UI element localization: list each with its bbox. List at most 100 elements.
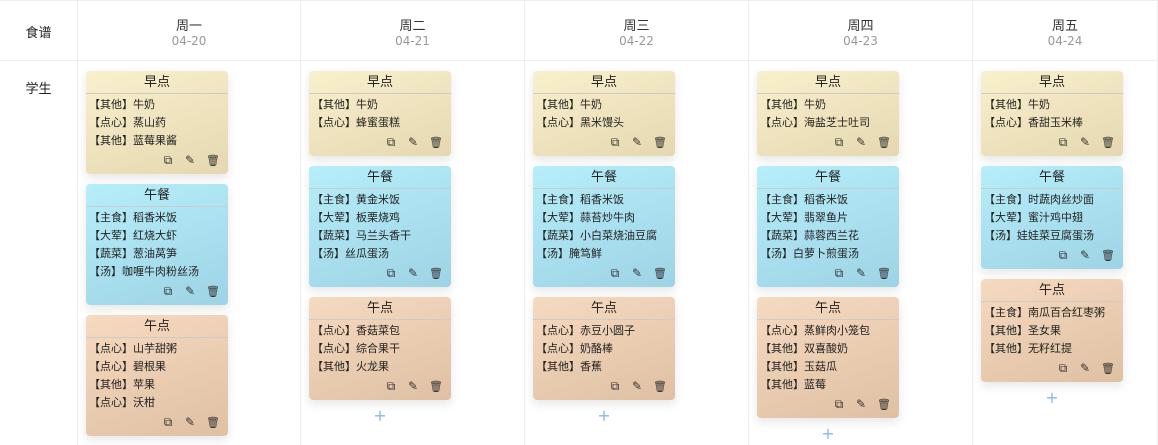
trash-icon[interactable]: 🗑 (653, 266, 667, 280)
edit-icon[interactable]: ✎ (184, 284, 196, 298)
copy-icon[interactable]: ⧉ (386, 378, 396, 393)
trash-icon[interactable]: 🗑 (206, 284, 220, 298)
card-actions: ⧉ ✎ 🗑 (86, 412, 228, 436)
meal-item: 【其他】牛奶 (89, 98, 155, 111)
meal-item: 【点心】蜂蜜蛋糕 (312, 116, 400, 129)
edit-icon[interactable]: ✎ (631, 135, 643, 149)
copy-icon[interactable]: ⧉ (1058, 247, 1068, 262)
meal-item: 【汤】腌笃鲜 (536, 247, 602, 260)
copy-icon[interactable]: ⧉ (834, 134, 844, 149)
meal-item: 【主食】时蔬肉丝炒面 (984, 193, 1094, 206)
trash-icon[interactable]: 🗑 (206, 153, 220, 167)
edit-icon[interactable]: ✎ (631, 266, 643, 280)
meal-item: 【主食】南瓜百合红枣粥 (984, 306, 1105, 319)
meal-item: 【其他】牛奶 (984, 98, 1050, 111)
meal-card-lunch: 午餐【主食】黄金米饭【大荤】板栗烧鸡【蔬菜】马兰头香干【汤】丝瓜蛋汤⧉✎🗑 (309, 166, 451, 287)
meal-items: 【其他】牛奶【点心】蒸山药【其他】蓝莓果酱 (86, 94, 228, 150)
trash-icon[interactable]: 🗑 (1101, 135, 1115, 149)
copy-icon[interactable]: ⧉ (610, 378, 620, 393)
copy-icon[interactable]: ⧉ (386, 265, 396, 280)
add-meal-button[interactable]: + (821, 424, 835, 443)
meal-item: 【其他】牛奶 (760, 98, 826, 111)
trash-icon[interactable]: 🗑 (877, 135, 891, 149)
copy-icon[interactable]: ⧉ (834, 396, 844, 411)
day-date: 04-20 (171, 34, 207, 48)
trash-icon[interactable]: 🗑 (206, 415, 220, 429)
meal-item: 【主食】黄金米饭 (312, 193, 400, 206)
meal-card-breakfast: 早点【其他】牛奶【点心】蜂蜜蛋糕⧉✎🗑 (309, 71, 451, 156)
meal-card-breakfast: 早点【其他】牛奶【点心】黑米馒头⧉✎🗑 (533, 71, 675, 156)
meal-item: 【点心】沃柑 (89, 396, 155, 409)
copy-icon[interactable]: ⧉ (834, 265, 844, 280)
copy-icon[interactable]: ⧉ (1058, 360, 1068, 375)
day-date: 04-21 (395, 34, 430, 48)
trash-icon[interactable]: 🗑 (1101, 248, 1115, 262)
edit-icon[interactable]: ✎ (184, 415, 196, 429)
meal-item: 【其他】苹果 (89, 378, 155, 391)
meal-item: 【大荤】蜜汁鸡中翅 (984, 211, 1083, 224)
edit-icon[interactable]: ✎ (855, 135, 867, 149)
meal-items: 【主食】时蔬肉丝炒面【大荤】蜜汁鸡中翅【汤】娃娃菜豆腐蛋汤 (981, 189, 1123, 245)
meal-item: 【其他】蓝莓 (760, 378, 826, 391)
meal-items: 【其他】牛奶【点心】蜂蜜蛋糕 (309, 94, 451, 132)
meal-title: 午餐 (757, 166, 899, 189)
meal-title: 早点 (533, 71, 675, 94)
edit-icon[interactable]: ✎ (1079, 361, 1091, 375)
add-meal-button[interactable]: + (1045, 388, 1059, 407)
trash-icon[interactable]: 🗑 (877, 397, 891, 411)
edit-icon[interactable]: ✎ (1079, 248, 1091, 262)
copy-icon[interactable]: ⧉ (610, 265, 620, 280)
edit-icon[interactable]: ✎ (855, 266, 867, 280)
trash-icon[interactable]: 🗑 (653, 135, 667, 149)
card-actions: ⧉ ✎ 🗑 (309, 132, 451, 156)
meal-card-snack: 午点【主食】南瓜百合红枣粥【其他】圣女果【其他】无籽红提⧉✎🗑 (981, 279, 1123, 382)
add-meal-button[interactable]: + (373, 406, 387, 425)
copy-icon[interactable]: ⧉ (1058, 134, 1068, 149)
day-date: 04-23 (843, 34, 878, 48)
edit-icon[interactable]: ✎ (407, 266, 419, 280)
edit-icon[interactable]: ✎ (407, 379, 419, 393)
meal-card-breakfast: 早点【其他】牛奶【点心】香甜玉米棒⧉✎🗑 (981, 71, 1123, 156)
trash-icon[interactable]: 🗑 (653, 379, 667, 393)
edit-icon[interactable]: ✎ (855, 397, 867, 411)
copy-icon[interactable]: ⧉ (386, 134, 396, 149)
meal-item: 【大荤】翡翠鱼片 (760, 211, 848, 224)
meal-item: 【点心】赤豆小圆子 (536, 324, 635, 337)
edit-icon[interactable]: ✎ (407, 135, 419, 149)
card-actions: ⧉ ✎ 🗑 (533, 376, 675, 400)
meal-item: 【汤】白萝卜煎蛋汤 (760, 247, 859, 260)
copy-icon[interactable]: ⧉ (163, 283, 173, 298)
trash-icon[interactable]: 🗑 (429, 379, 443, 393)
day-name: 周一 (175, 19, 202, 34)
meal-item: 【点心】香菇菜包 (312, 324, 400, 337)
meal-item: 【汤】丝瓜蛋汤 (312, 247, 389, 260)
copy-icon[interactable]: ⧉ (163, 414, 173, 429)
meal-item: 【主食】稻香米饭 (89, 211, 177, 224)
row-label-student: 学生 (0, 61, 78, 445)
meal-item: 【蔬菜】小白菜烧油豆腐 (536, 229, 657, 242)
card-actions: ⧉ ✎ 🗑 (309, 263, 451, 287)
add-meal-button[interactable]: + (597, 406, 611, 425)
meal-title: 午餐 (309, 166, 451, 189)
trash-icon[interactable]: 🗑 (429, 266, 443, 280)
meal-item: 【点心】海盐芝士吐司 (760, 116, 870, 129)
meal-title: 午点 (533, 297, 675, 320)
trash-icon[interactable]: 🗑 (1101, 361, 1115, 375)
meal-item: 【其他】无籽红提 (984, 342, 1072, 355)
edit-icon[interactable]: ✎ (1079, 135, 1091, 149)
trash-icon[interactable]: 🗑 (429, 135, 443, 149)
meal-list: 早点【其他】牛奶【点心】蜂蜜蛋糕⧉✎🗑午餐【主食】黄金米饭【大荤】板栗烧鸡【蔬菜… (301, 61, 524, 425)
trash-icon[interactable]: 🗑 (877, 266, 891, 280)
meal-item: 【点心】蒸山药 (89, 116, 166, 129)
meal-list: 早点【其他】牛奶【点心】蒸山药【其他】蓝莓果酱⧉✎🗑午餐【主食】稻香米饭【大荤】… (78, 61, 300, 436)
copy-icon[interactable]: ⧉ (610, 134, 620, 149)
copy-icon[interactable]: ⧉ (163, 152, 173, 167)
meal-title: 午点 (86, 315, 228, 338)
meal-title: 午餐 (533, 166, 675, 189)
edit-icon[interactable]: ✎ (184, 153, 196, 167)
edit-icon[interactable]: ✎ (631, 379, 643, 393)
